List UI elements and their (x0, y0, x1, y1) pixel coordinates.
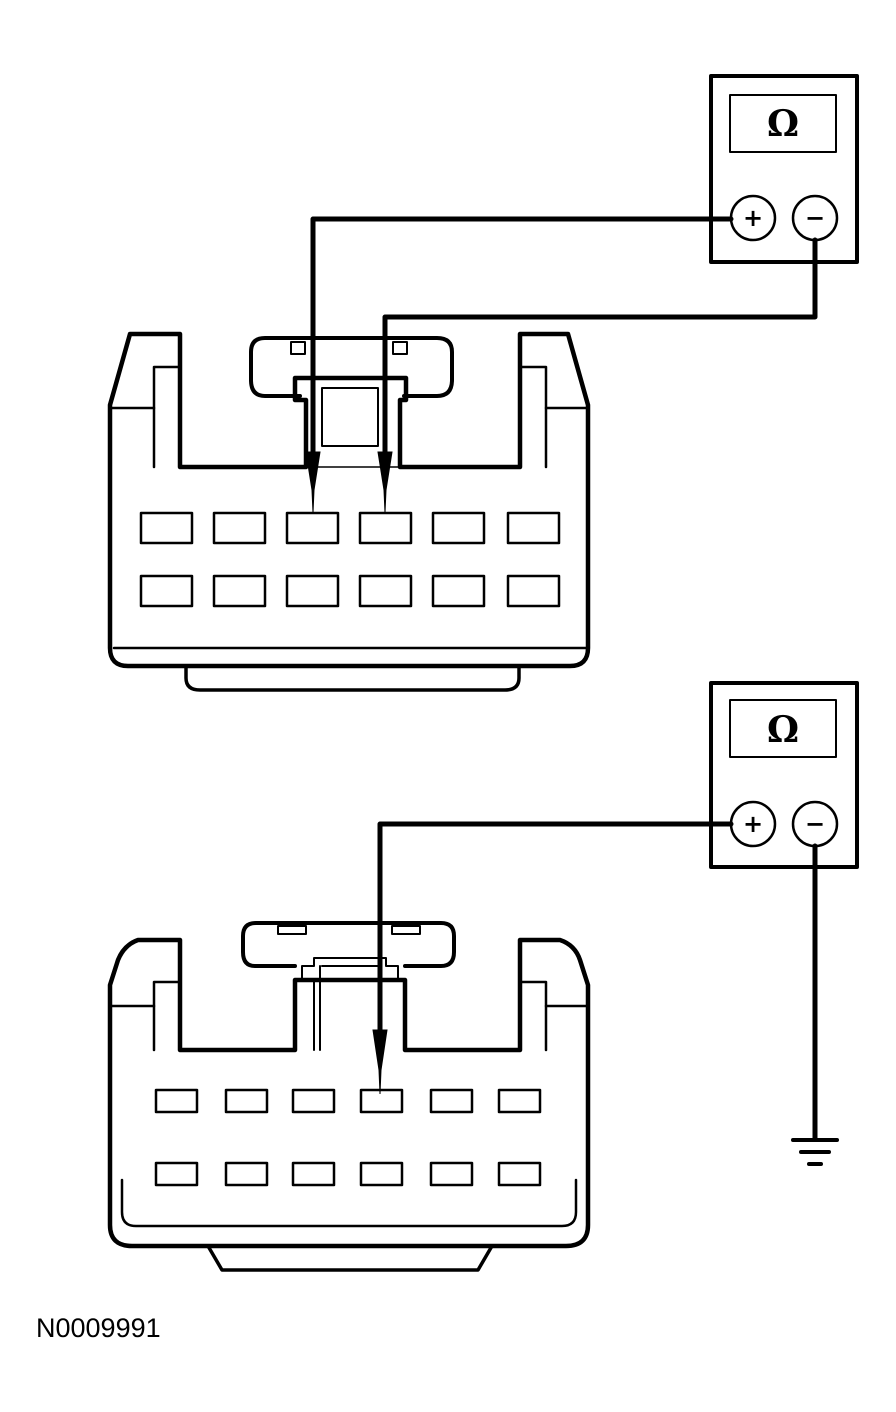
cavity (359, 1161, 404, 1187)
connector-2-housing (107, 937, 591, 1249)
cavity (291, 1088, 336, 1114)
cavity (285, 574, 340, 608)
lead-1-negative (382, 237, 818, 458)
connector-2-base-tab (206, 1244, 494, 1272)
lead-2-positive (377, 821, 734, 1038)
connector-2-lock-frame (301, 957, 399, 981)
ohmmeter-2-positive-label: + (743, 810, 763, 838)
connector-1-base-tab (184, 664, 521, 692)
probe-1-positive (305, 451, 321, 514)
cavity (212, 574, 267, 608)
cavity (358, 511, 413, 545)
cavity (497, 1088, 542, 1114)
cavity (429, 1088, 474, 1114)
connector-1-right-wall (518, 365, 548, 469)
connector-2-latch-notch-left (277, 925, 307, 935)
ohmmeter-1-body (709, 74, 859, 264)
ohmmeter-2-ohm-symbol: Ω (767, 709, 799, 751)
connector-1-cavities-row-2 (139, 574, 561, 608)
cavity (359, 1088, 404, 1114)
connector-1-latch-notch-left (290, 341, 306, 355)
cavity (212, 511, 267, 545)
connector-1-latch-notch-right (392, 341, 408, 355)
ohmmeter-2-body (709, 681, 859, 869)
cavity (139, 511, 194, 545)
cavity (224, 1088, 269, 1114)
ohmmeter-2: Ω + − (709, 681, 859, 869)
ohmmeter-1-ohm-symbol: Ω (767, 103, 799, 145)
cavity (431, 511, 486, 545)
connector-1-cavities-row-1 (139, 511, 561, 545)
connector-1-latch (249, 336, 454, 398)
connector-1-left-wall (152, 365, 182, 469)
connector-1-lock-window (321, 387, 379, 447)
connector-2-latch (241, 921, 456, 968)
cavity (285, 511, 340, 545)
probe-1-negative (377, 451, 393, 514)
connector-2-inner-rail (120, 1178, 578, 1228)
cavity (224, 1161, 269, 1187)
connector-2-latch-notch-right (391, 925, 421, 935)
ohmmeter-2-display (729, 699, 837, 758)
cavity (506, 511, 561, 545)
connector-2 (107, 921, 591, 1272)
connector-2-right-wall (518, 980, 548, 1052)
cavity (291, 1161, 336, 1187)
figure-id: N0009991 (36, 1313, 161, 1343)
connector-1 (107, 331, 591, 692)
ground-symbol (791, 1138, 839, 1166)
connector-2-cavities-row-2 (154, 1161, 542, 1187)
cavity (497, 1161, 542, 1187)
cavity (139, 574, 194, 608)
cavity (431, 574, 486, 608)
probe-2-positive (372, 1029, 388, 1095)
ohmmeter-2-negative-label: − (805, 810, 825, 838)
ohmmeter-1-negative-label: − (805, 204, 825, 232)
ohmmeter-1-positive-label: + (743, 204, 763, 232)
connector-1-housing (107, 331, 591, 669)
connector-2-left-wall (152, 980, 182, 1052)
connector-2-cavities-row-1 (154, 1088, 542, 1114)
cavity (154, 1088, 199, 1114)
cavity (506, 574, 561, 608)
cavity (154, 1161, 199, 1187)
cavity (358, 574, 413, 608)
ohmmeter-1: Ω + − (709, 74, 859, 264)
cavity (429, 1161, 474, 1187)
ohmmeter-1-display (729, 94, 837, 153)
